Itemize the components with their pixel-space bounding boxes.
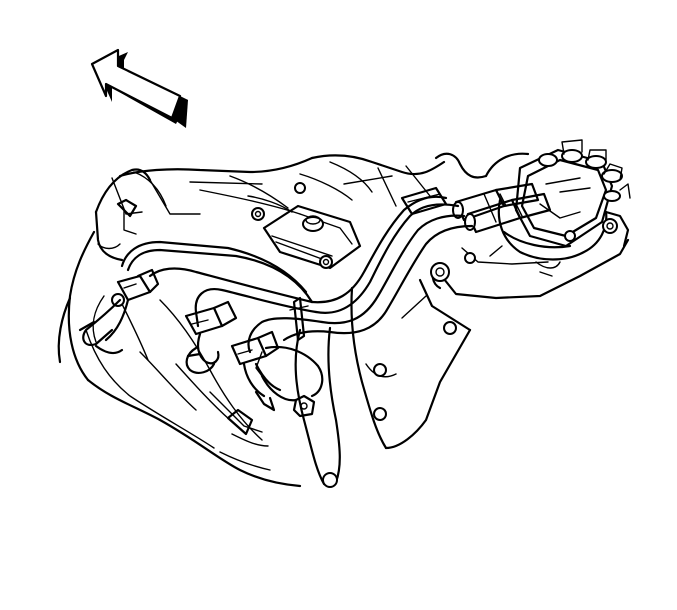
wire-loom-retainer (400, 186, 448, 216)
throttle-body-stud (251, 182, 362, 270)
front-direction-arrow-icon (90, 48, 188, 128)
spark-plug-boots (452, 182, 552, 234)
intake-manifold (57, 154, 446, 488)
spark-plug-wires (78, 186, 474, 412)
bracket-bolts (255, 238, 630, 488)
